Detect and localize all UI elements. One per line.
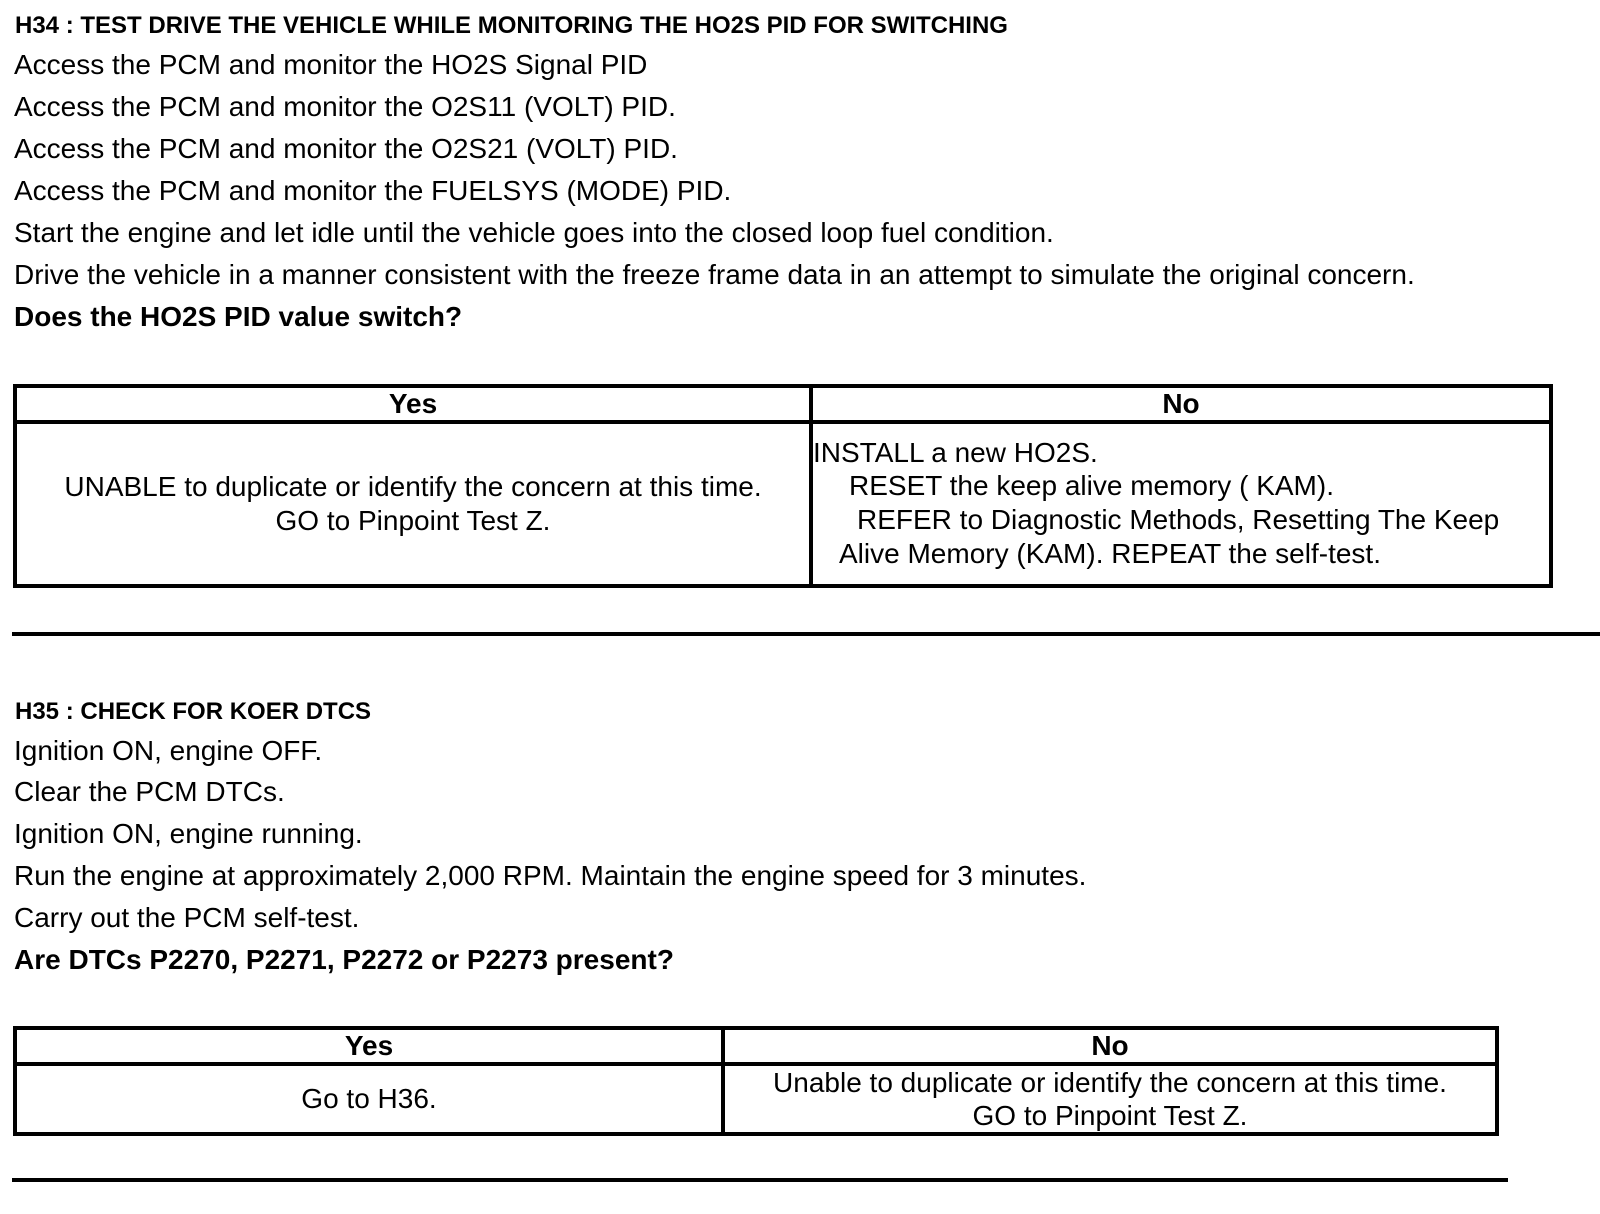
step-line-h34-6: Drive the vehicle in a manner consistent… xyxy=(14,259,1415,290)
step-line-h34-3: Access the PCM and monitor the O2S21 (VO… xyxy=(14,133,678,164)
table-header-row: Yes No xyxy=(13,1026,1499,1066)
no-cell: INSTALL a new HO2S. RESET the keep alive… xyxy=(809,420,1553,588)
no-cell-line: INSTALL a new HO2S. xyxy=(813,437,1098,468)
table-header-row: Yes No xyxy=(13,384,1553,424)
yes-cell-line: UNABLE to duplicate or identify the conc… xyxy=(64,471,762,502)
yes-cell: Go to H36. xyxy=(13,1062,725,1136)
no-cell-line: GO to Pinpoint Test Z. xyxy=(972,1100,1248,1131)
yes-header: Yes xyxy=(13,1026,725,1066)
yes-header: Yes xyxy=(13,384,813,424)
step-line-h35-3: Ignition ON, engine running. xyxy=(14,818,363,849)
table-row: Go to H36. Unable to duplicate or identi… xyxy=(13,1062,1499,1136)
no-cell: Unable to duplicate or identify the conc… xyxy=(721,1062,1499,1136)
decision-table-h34: Yes No UNABLE to duplicate or identify t… xyxy=(13,384,1553,588)
yes-cell-line: GO to Pinpoint Test Z. xyxy=(275,505,551,536)
step-line-h34-5: Start the engine and let idle until the … xyxy=(14,217,1054,248)
decision-table-h35: Yes No Go to H36. Unable to duplicate or… xyxy=(13,1026,1499,1136)
no-cell-line: Unable to duplicate or identify the conc… xyxy=(773,1067,1447,1098)
step-line-h34-4: Access the PCM and monitor the FUELSYS (… xyxy=(14,175,732,206)
section-divider xyxy=(12,632,1600,636)
no-cell-line: Alive Memory (KAM). REPEAT the self-test… xyxy=(839,538,1381,569)
no-header: No xyxy=(809,384,1553,424)
step-title-h35: H35 : CHECK FOR KOER DTCS xyxy=(15,698,372,725)
step-title-h34: H34 : TEST DRIVE THE VEHICLE WHILE MONIT… xyxy=(15,12,1008,39)
yes-cell: UNABLE to duplicate or identify the conc… xyxy=(13,420,813,588)
step-line-h35-5: Carry out the PCM self-test. xyxy=(14,902,360,933)
question-h35: Are DTCs P2270, P2271, P2272 or P2273 pr… xyxy=(14,944,674,975)
step-line-h35-1: Ignition ON, engine OFF. xyxy=(14,735,323,766)
step-line-h35-4: Run the engine at approximately 2,000 RP… xyxy=(14,860,1087,891)
question-h34: Does the HO2S PID value switch? xyxy=(14,301,463,332)
section-divider xyxy=(12,1178,1508,1182)
step-line-h34-1: Access the PCM and monitor the HO2S Sign… xyxy=(14,49,648,80)
no-cell-line: RESET the keep alive memory ( KAM). xyxy=(849,470,1334,501)
step-line-h34-2: Access the PCM and monitor the O2S11 (VO… xyxy=(14,91,676,122)
step-line-h35-2: Clear the PCM DTCs. xyxy=(14,776,285,807)
table-row: UNABLE to duplicate or identify the conc… xyxy=(13,420,1553,588)
yes-cell-line: Go to H36. xyxy=(301,1083,437,1114)
no-header: No xyxy=(721,1026,1499,1066)
no-cell-line: REFER to Diagnostic Methods, Resetting T… xyxy=(857,504,1500,535)
